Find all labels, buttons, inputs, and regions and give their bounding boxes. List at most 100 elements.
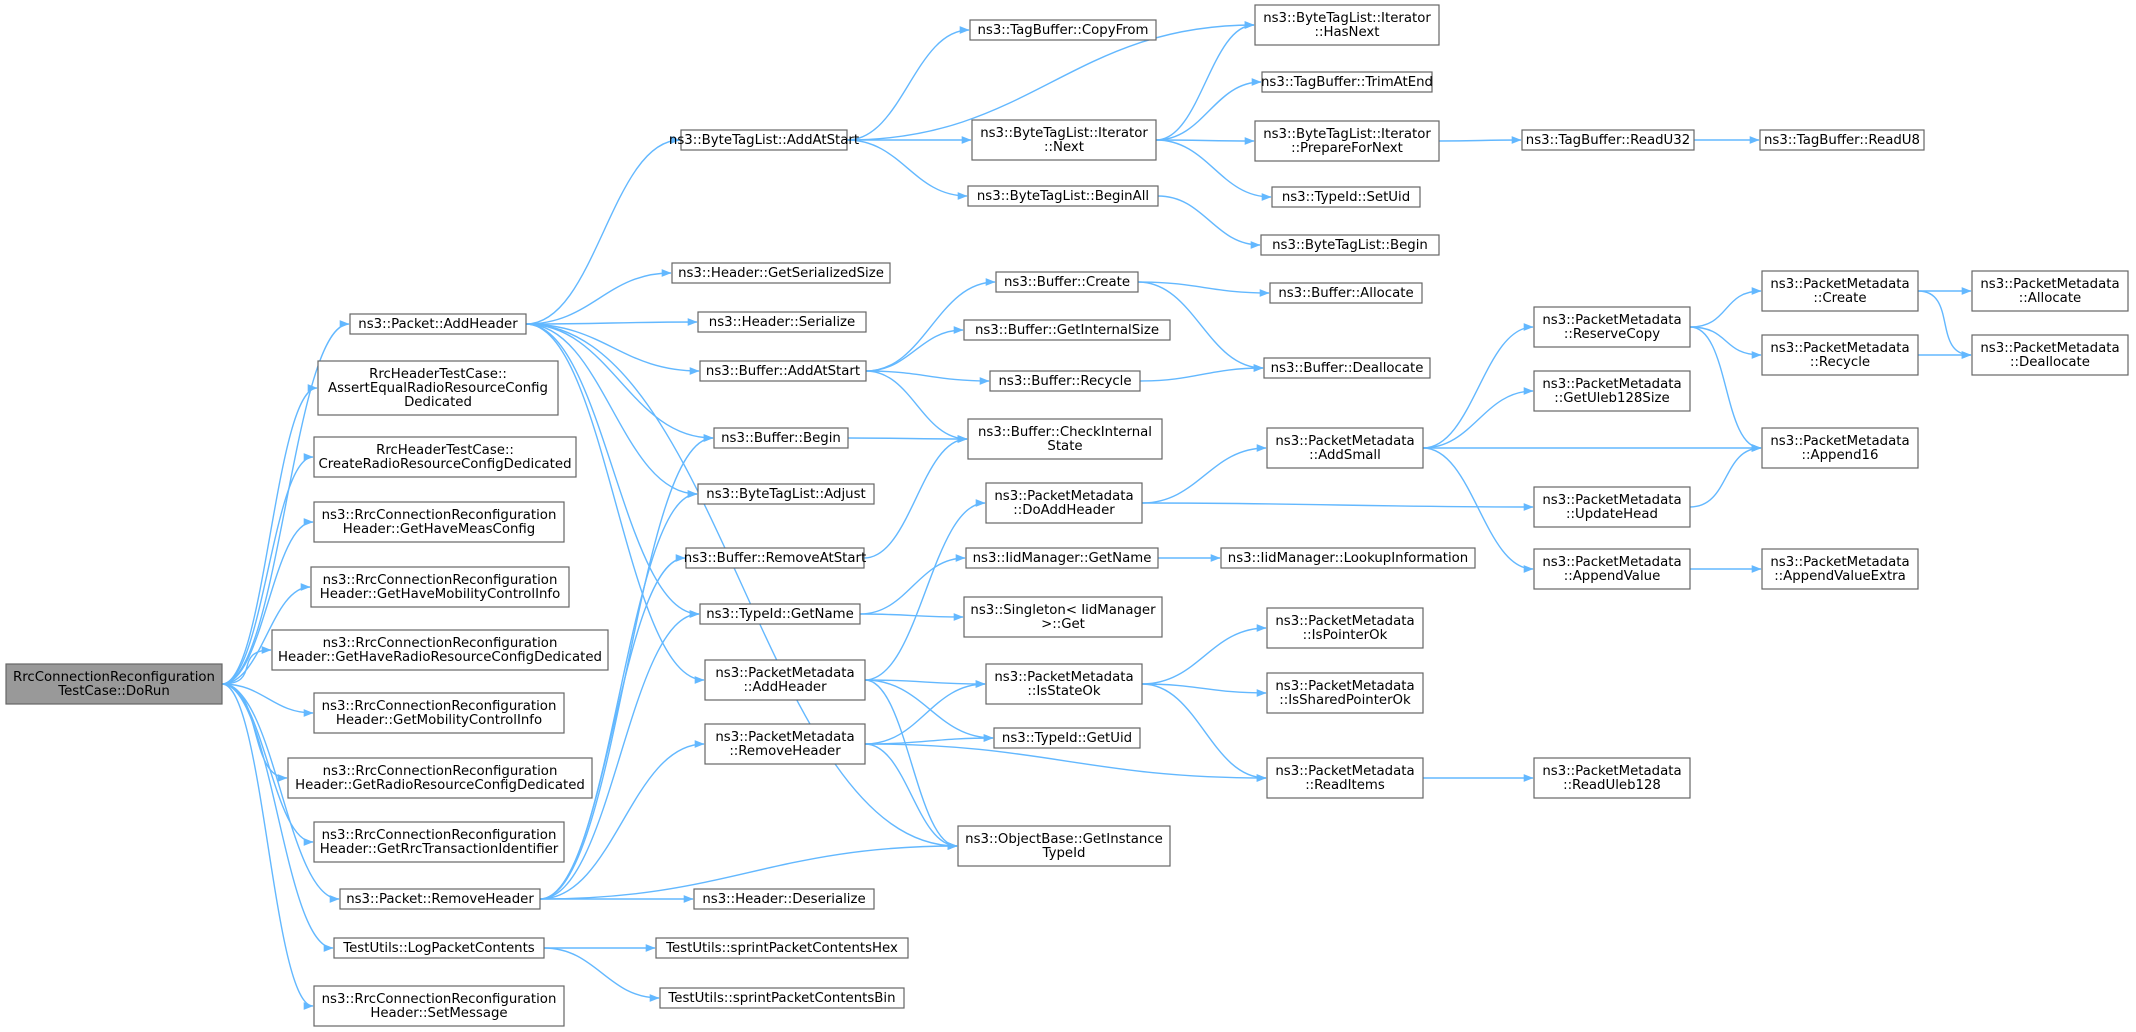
- edge-pkt_addheader-to-btl_addatstart: [525, 136, 681, 325]
- node-label-line: ::AddHeader: [743, 680, 827, 695]
- node-get-mob[interactable]: ns3::RrcConnectionReconfigurationHeader:…: [313, 692, 565, 734]
- node-label-line: ns3::PacketMetadata: [1980, 341, 2119, 356]
- node-pm-reservecopy[interactable]: ns3::PacketMetadata::ReserveCopy: [1533, 306, 1691, 348]
- node-btli-hasnext[interactable]: ns3::ByteTagList::Iterator::HasNext: [1254, 4, 1440, 46]
- node-buf-getinternalsize[interactable]: ns3::Buffer::GetInternalSize: [963, 319, 1171, 341]
- node-pm-append16[interactable]: ns3::PacketMetadata::Append16: [1761, 427, 1919, 469]
- node-label-line: Header::GetRrcTransactionIdentifier: [320, 842, 559, 857]
- node-tu-bin[interactable]: TestUtils::sprintPacketContentsBin: [659, 987, 905, 1009]
- node-log-pkt[interactable]: TestUtils::LogPacketContents: [333, 937, 545, 959]
- node-get-haverrc[interactable]: ns3::RrcConnectionReconfigurationHeader:…: [271, 629, 609, 671]
- node-pm-addheader[interactable]: ns3::PacketMetadata::AddHeader: [704, 659, 866, 701]
- node-label-line: ::ReserveCopy: [1564, 327, 1660, 342]
- edge-pm_addheader-to-ob_getinstance: [864, 679, 958, 850]
- edge-pkt_addheader-to-ob_getinstance: [525, 323, 958, 850]
- node-iid-lookup[interactable]: ns3::IidManager::LookupInformation: [1220, 547, 1476, 569]
- node-typeid-getname[interactable]: ns3::TypeId::GetName: [699, 603, 861, 625]
- node-get-rrcd[interactable]: ns3::RrcConnectionReconfigurationHeader:…: [287, 757, 593, 799]
- node-box: [1266, 757, 1424, 799]
- node-buf-removeatstart[interactable]: ns3::Buffer::RemoveAtStart: [684, 547, 866, 569]
- node-pm-ispointerok[interactable]: ns3::PacketMetadata::IsPointerOk: [1266, 607, 1424, 649]
- node-pkt-addheader[interactable]: ns3::Packet::AddHeader: [349, 313, 527, 335]
- edge-root-to-pkt_addheader: [221, 320, 350, 685]
- node-label-line: ns3::PacketMetadata: [1770, 434, 1909, 449]
- node-box: [685, 547, 865, 569]
- node-create-rrcd[interactable]: RrcHeaderTestCase::CreateRadioResourceCo…: [313, 436, 577, 478]
- node-label-line: ::Allocate: [2019, 291, 2081, 306]
- node-label-line: ns3::ByteTagList::BeginAll: [977, 189, 1149, 204]
- node-tb-trimatend[interactable]: ns3::TagBuffer::TrimAtEnd: [1261, 71, 1433, 93]
- node-pm-create[interactable]: ns3::PacketMetadata::Create: [1761, 270, 1919, 312]
- node-box: [969, 19, 1157, 41]
- node-pm-addsmall[interactable]: ns3::PacketMetadata::AddSmall: [1266, 427, 1424, 469]
- node-box: [1533, 757, 1691, 799]
- node-pm-doaddheader[interactable]: ns3::PacketMetadata::DoAddHeader: [985, 482, 1143, 524]
- node-pkt-removeheader[interactable]: ns3::Packet::RemoveHeader: [339, 888, 541, 910]
- node-label-line: ::HasNext: [1314, 25, 1379, 40]
- node-get-meas[interactable]: ns3::RrcConnectionReconfigurationHeader:…: [313, 501, 565, 543]
- node-btl-beginall[interactable]: ns3::ByteTagList::BeginAll: [967, 185, 1159, 207]
- node-pm-updatehead[interactable]: ns3::PacketMetadata::UpdateHead: [1533, 486, 1691, 528]
- node-btl-addatstart[interactable]: ns3::ByteTagList::AddAtStart: [669, 129, 859, 151]
- node-box: [680, 129, 848, 151]
- node-buf-allocate[interactable]: ns3::Buffer::Allocate: [1269, 282, 1423, 304]
- node-typeid-setuid[interactable]: ns3::TypeId::SetUid: [1271, 186, 1421, 208]
- node-root[interactable]: RrcConnectionReconfigurationTestCase::Do…: [5, 663, 223, 705]
- edge-buf_create-to-buf_allocate: [1137, 281, 1270, 297]
- node-label-line: Header::GetRadioResourceConfigDedicated: [295, 778, 585, 793]
- node-buf-deallocate[interactable]: ns3::Buffer::Deallocate: [1263, 357, 1431, 379]
- node-pm-readuleb[interactable]: ns3::PacketMetadata::ReadUleb128: [1533, 757, 1691, 799]
- node-label-line: ns3::TypeId::GetName: [706, 607, 854, 622]
- node-pm-deallocate[interactable]: ns3::PacketMetadata::Deallocate: [1971, 334, 2129, 376]
- node-pm-recycle[interactable]: ns3::PacketMetadata::Recycle: [1761, 334, 1919, 376]
- node-box: [697, 483, 875, 505]
- node-btli-prepare[interactable]: ns3::ByteTagList::Iterator::PrepareForNe…: [1254, 120, 1440, 162]
- node-pm-removeheader[interactable]: ns3::PacketMetadata::RemoveHeader: [704, 723, 866, 765]
- node-label-line: ns3::TagBuffer::TrimAtEnd: [1261, 75, 1433, 90]
- node-singleton-get[interactable]: ns3::Singleton< IidManager>::Get: [963, 596, 1163, 638]
- node-buf-recycle[interactable]: ns3::Buffer::Recycle: [989, 370, 1141, 392]
- node-pm-allocate[interactable]: ns3::PacketMetadata::Allocate: [1971, 270, 2129, 312]
- node-assert-equal[interactable]: RrcHeaderTestCase::AssertEqualRadioResou…: [317, 360, 559, 416]
- node-label-line: ns3::PacketMetadata: [1770, 555, 1909, 570]
- node-box: [671, 262, 891, 284]
- node-pm-readitems[interactable]: ns3::PacketMetadata::ReadItems: [1266, 757, 1424, 799]
- node-buf-addatstart[interactable]: ns3::Buffer::AddAtStart: [699, 360, 867, 382]
- edge-btl_beginall-to-btl_begin: [1157, 195, 1261, 249]
- node-pm-appendextra[interactable]: ns3::PacketMetadata::AppendValueExtra: [1761, 548, 1919, 590]
- node-tu-hex[interactable]: TestUtils::sprintPacketContentsHex: [655, 937, 909, 959]
- edge-pm_removeheader-to-pm_isstateok: [864, 680, 986, 745]
- node-get-havemob[interactable]: ns3::RrcConnectionReconfigurationHeader:…: [310, 566, 570, 608]
- node-set-msg[interactable]: ns3::RrcConnectionReconfigurationHeader:…: [313, 985, 565, 1027]
- node-tb-readu8[interactable]: ns3::TagBuffer::ReadU8: [1759, 129, 1925, 151]
- node-box: [1269, 282, 1423, 304]
- node-get-trans[interactable]: ns3::RrcConnectionReconfigurationHeader:…: [313, 821, 565, 863]
- node-hdr-getser[interactable]: ns3::Header::GetSerializedSize: [671, 262, 891, 284]
- node-btl-begin[interactable]: ns3::ByteTagList::Begin: [1260, 234, 1440, 256]
- node-label-line: ::AppendValueExtra: [1774, 569, 1906, 584]
- node-box: [699, 360, 867, 382]
- node-pm-issharedok[interactable]: ns3::PacketMetadata::IsSharedPointerOk: [1266, 672, 1424, 714]
- node-buf-create[interactable]: ns3::Buffer::Create: [995, 271, 1139, 293]
- edge-pm_reservecopy-to-pm_append16: [1689, 326, 1762, 452]
- node-tb-readu32[interactable]: ns3::TagBuffer::ReadU32: [1521, 129, 1695, 151]
- node-pm-appendvalue[interactable]: ns3::PacketMetadata::AppendValue: [1533, 548, 1691, 590]
- node-box: [993, 727, 1141, 749]
- node-hdr-serialize[interactable]: ns3::Header::Serialize: [697, 311, 867, 333]
- node-label-line: ns3::Buffer::Create: [1004, 275, 1130, 290]
- node-typeid-getuid[interactable]: ns3::TypeId::GetUid: [993, 727, 1141, 749]
- node-label-line: ns3::IidManager::GetName: [973, 551, 1152, 566]
- node-btl-adjust[interactable]: ns3::ByteTagList::Adjust: [697, 483, 875, 505]
- node-btli-next[interactable]: ns3::ByteTagList::Iterator::Next: [971, 119, 1157, 161]
- node-tb-copyfrom[interactable]: ns3::TagBuffer::CopyFrom: [969, 19, 1157, 41]
- node-iid-getname[interactable]: ns3::IidManager::GetName: [965, 547, 1159, 569]
- node-hdr-deserialize[interactable]: ns3::Header::Deserialize: [693, 888, 875, 910]
- node-buf-begin[interactable]: ns3::Buffer::Begin: [713, 427, 849, 449]
- node-pm-isstateok[interactable]: ns3::PacketMetadata::IsStateOk: [985, 663, 1143, 705]
- edge-pm_removeheader-to-pm_readitems: [864, 743, 1267, 782]
- node-pm-getuleb[interactable]: ns3::PacketMetadata::GetUleb128Size: [1533, 370, 1691, 412]
- node-box: [1971, 270, 2129, 312]
